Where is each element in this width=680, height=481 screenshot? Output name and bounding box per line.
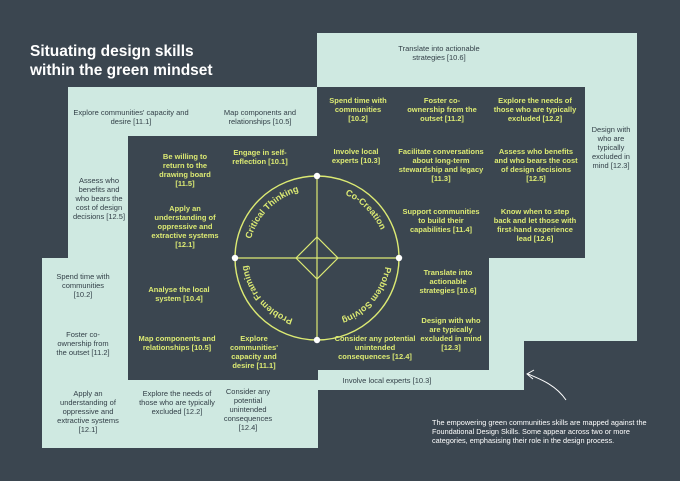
inner-text: Translate into actionable strategies [10… <box>419 268 477 295</box>
outer-text: Explore communities' capacity and desire… <box>73 108 189 126</box>
inner-panel-bottom-left <box>128 258 318 380</box>
inner-text: Explore the needs of those who are typic… <box>493 96 577 123</box>
outer-text: Involve local experts [10.3] <box>342 376 432 385</box>
inner-text: Support communities to build their capab… <box>402 207 480 234</box>
inner-text: Analyse the local system [10.4] <box>148 285 210 303</box>
inner-text: Engage in self-reflection [10.1] <box>232 148 288 166</box>
outer-text: Consider any potential unintended conseq… <box>223 387 273 432</box>
inner-text: Involve local experts [10.3] <box>331 147 381 165</box>
wheel-node <box>313 172 321 180</box>
inner-panel-top-right <box>317 87 585 258</box>
outer-text: Design with who are typically excluded i… <box>591 125 631 170</box>
inner-text: Spend time with communities [10.2] <box>329 96 387 123</box>
outer-text: Spend time with communities [10.2] <box>56 272 110 299</box>
inner-text: Map components and relationships [10.5] <box>138 334 216 352</box>
title-line-2: within the green mindset <box>30 62 213 79</box>
outer-text: Apply an understanding of oppressive and… <box>57 389 119 434</box>
inner-panel-bottom-right <box>317 258 489 370</box>
inner-text: Apply an understanding of oppressive and… <box>151 204 219 249</box>
outer-text: Translate into actionable strategies [10… <box>398 44 480 62</box>
page-title: Situating design skills within the green… <box>30 42 213 80</box>
inner-text: Facilitate conversations about long-term… <box>398 147 484 183</box>
inner-text: Design with who are typically excluded i… <box>420 316 482 352</box>
arrow-head-icon <box>526 369 535 380</box>
wheel-node <box>395 254 403 262</box>
inner-text: Consider any potential unintended conseq… <box>334 334 416 361</box>
inner-panel-top-left <box>128 136 318 258</box>
inner-text: Be willing to return to the drawing boar… <box>159 152 211 188</box>
wheel-node <box>313 336 321 344</box>
outer-text: Map components and relationships [10.5] <box>223 108 297 126</box>
inner-text: Foster co-ownership from the outset [11.… <box>407 96 477 123</box>
outer-text: Foster co-ownership from the outset [11.… <box>56 330 110 357</box>
inner-text: Explore communities' capacity and desire… <box>229 334 279 370</box>
inner-text: Know when to step back and let those wit… <box>493 207 577 243</box>
inner-text: Assess who benefits and who bears the co… <box>494 147 578 183</box>
arrow-line <box>527 373 567 401</box>
footnote: The empowering green communities skills … <box>432 418 647 445</box>
outer-text: Explore the needs of those who are typic… <box>139 389 215 416</box>
wheel-node <box>231 254 239 262</box>
outer-text: Assess who benefits and who bears the co… <box>72 176 126 221</box>
wheel-diamond <box>295 236 339 280</box>
title-line-1: Situating design skills <box>30 43 194 60</box>
